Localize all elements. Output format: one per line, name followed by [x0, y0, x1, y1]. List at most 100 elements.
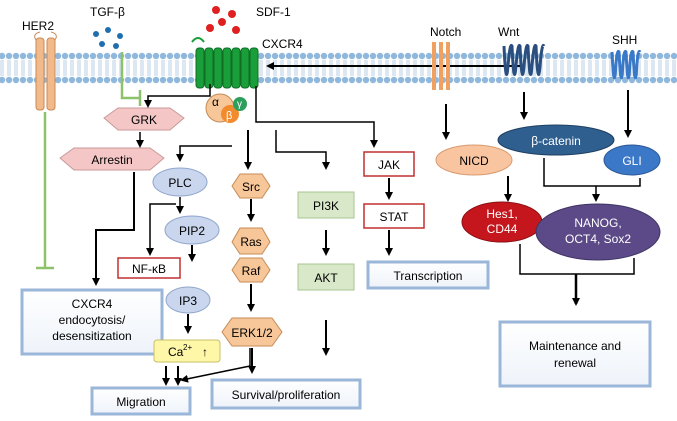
- arrestin-to-endocytosis-arrow: [92, 172, 135, 286]
- lipid-head: [502, 76, 510, 84]
- her2-receptor: [34, 31, 57, 111]
- lipid-head: [481, 76, 489, 84]
- hes1-line2: CD44: [487, 222, 518, 236]
- lipid-head: [26, 52, 34, 60]
- endocytosis-line1: CXCR4: [72, 297, 113, 311]
- lipid-head: [460, 52, 468, 60]
- lipid-head: [131, 76, 139, 84]
- lipid-head: [376, 52, 384, 60]
- nicd-node: [435, 144, 513, 176]
- lipid-head: [565, 52, 573, 60]
- wnt-receptor: [502, 43, 546, 76]
- lipid-head: [54, 76, 62, 84]
- jak-label: JAK: [378, 158, 400, 172]
- lipid-head: [138, 52, 146, 60]
- lipid-head: [523, 76, 531, 84]
- lipid-head: [467, 76, 475, 84]
- nicd-label: NICD: [459, 154, 489, 168]
- src-node: [231, 173, 271, 199]
- survival-label: Survival/proliferation: [232, 388, 341, 402]
- lipid-head: [467, 52, 475, 60]
- lipid-head: [75, 52, 83, 60]
- bcatenin-label: β-catenin: [531, 134, 581, 148]
- lipid-head: [145, 76, 153, 84]
- lipid-head: [0, 52, 6, 60]
- lipid-head: [68, 52, 76, 60]
- lipid-head: [320, 76, 328, 84]
- lipid-head: [663, 76, 671, 84]
- cxcr4-helix: [204, 47, 214, 89]
- lipid-head: [12, 76, 20, 84]
- nanog-node: [535, 203, 661, 261]
- lipid-head: [558, 76, 566, 84]
- lipid-head: [96, 52, 104, 60]
- pip2-label: PIP2: [179, 224, 205, 238]
- lipid-head: [138, 76, 146, 84]
- lipid-head: [670, 52, 677, 60]
- survival-box: [210, 378, 362, 410]
- cxcr4-to-jak-arrow: [255, 86, 378, 148]
- lipid-head: [264, 52, 272, 60]
- lipid-head: [369, 52, 377, 60]
- lipid-head: [586, 52, 594, 60]
- lipid-head: [173, 52, 181, 60]
- akt-node: [297, 263, 355, 291]
- lipid-head: [404, 76, 412, 84]
- lipid-head: [285, 76, 293, 84]
- lipid-head: [89, 52, 97, 60]
- lipid-head: [488, 52, 496, 60]
- lipid-head: [313, 52, 321, 60]
- her2-label: HER2: [22, 19, 54, 33]
- lipid-head: [145, 52, 153, 60]
- cxcr4-receptor: [191, 37, 259, 89]
- lipid-head: [383, 76, 391, 84]
- lipid-head: [355, 52, 363, 60]
- lipid-head: [180, 76, 188, 84]
- lipid-head: [586, 76, 594, 84]
- lipid-head: [670, 76, 677, 84]
- erk-node: [221, 317, 283, 347]
- raf-node: [231, 257, 271, 283]
- akt-label: AKT: [314, 271, 338, 285]
- lipid-head: [362, 76, 370, 84]
- tgfb-label: TGF-β: [90, 5, 125, 19]
- tgfb-inhibit-line: [120, 52, 140, 100]
- bcatenin-node: [497, 124, 615, 156]
- lipid-head: [453, 52, 461, 60]
- sdf1-label: SDF-1: [256, 5, 291, 19]
- g-protein: [205, 93, 247, 123]
- arrestin-node: [59, 147, 165, 171]
- lipid-head: [537, 76, 545, 84]
- lipid-head: [82, 76, 90, 84]
- lipid-head: [285, 52, 293, 60]
- lipid-head: [579, 76, 587, 84]
- lipid-head: [649, 76, 657, 84]
- ras-node: [231, 227, 271, 255]
- cxcr4-helix: [249, 47, 259, 89]
- lipid-head: [110, 52, 118, 60]
- lipid-head: [488, 76, 496, 84]
- lipid-head: [425, 52, 433, 60]
- gli-label: GLI: [622, 154, 641, 168]
- lipid-head: [551, 76, 559, 84]
- shh-helix: [610, 49, 642, 80]
- calcium-up-icon: ↑: [202, 345, 208, 359]
- lipid-head: [166, 76, 174, 84]
- lipid-head: [390, 76, 398, 84]
- cxcr4-label: CXCR4: [262, 37, 303, 51]
- grk-label: GRK: [131, 113, 157, 127]
- lipid-head: [558, 52, 566, 60]
- lipid-head: [348, 52, 356, 60]
- shh-receptor: [610, 49, 642, 80]
- lipid-head: [271, 76, 279, 84]
- lipid-head: [124, 52, 132, 60]
- pi3k-label: PI3K: [313, 199, 339, 213]
- lipid-head: [341, 76, 349, 84]
- lipid-head: [5, 76, 13, 84]
- lipid-head: [103, 52, 111, 60]
- nanog-line1: NANOG,: [574, 216, 621, 230]
- gprotein-to-plc-arrow: [176, 145, 232, 162]
- calcium-superscript: 2+: [183, 343, 192, 352]
- lipid-head: [159, 52, 167, 60]
